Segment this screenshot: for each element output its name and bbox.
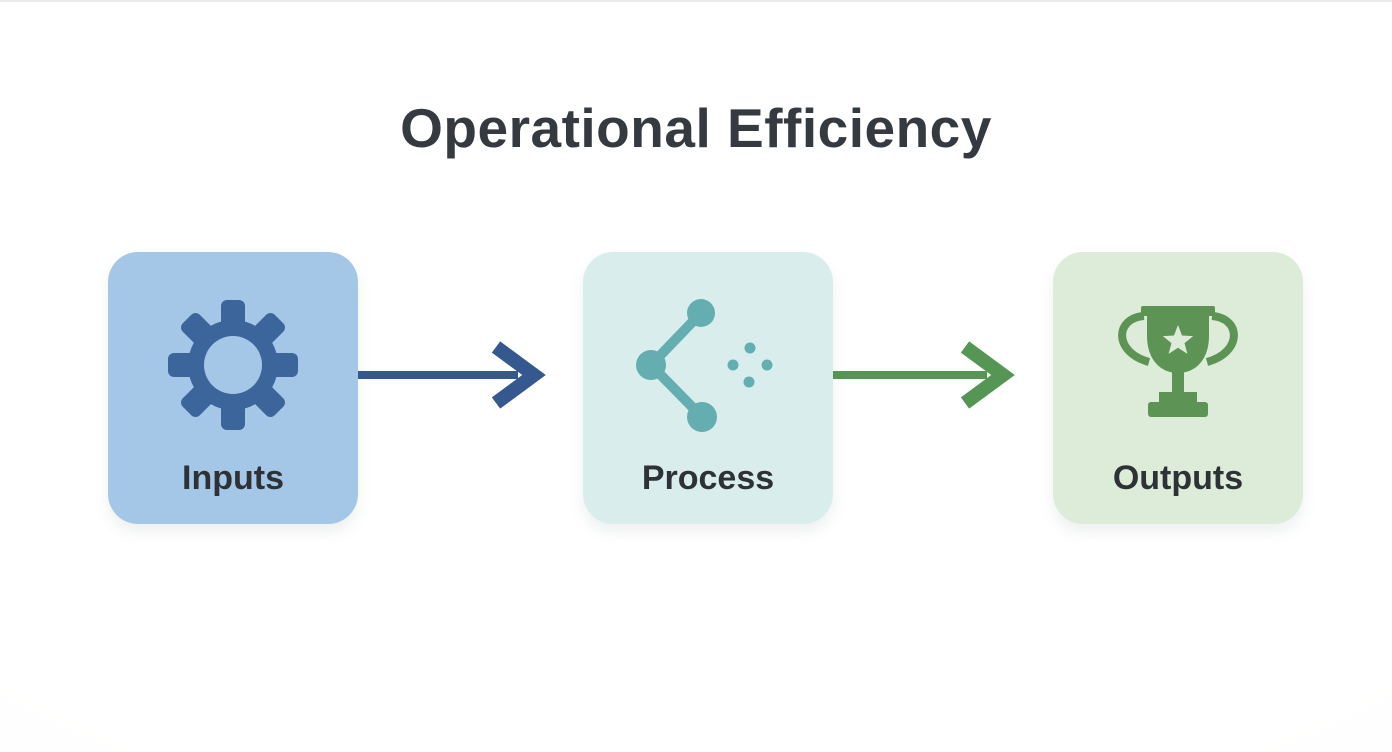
node-process: Process [583, 252, 833, 524]
share-network-icon [636, 299, 773, 432]
node-outputs-label: Outputs [1112, 459, 1244, 497]
arrow-right-icon [833, 341, 1015, 409]
gear-icon [168, 300, 298, 430]
star-cutout-icon [1162, 325, 1194, 354]
page-title: Operational Efficiency [400, 97, 992, 159]
node-inputs-label: Inputs [182, 459, 284, 497]
dots-cluster-icon [727, 342, 773, 388]
trophy-icon [1118, 306, 1238, 417]
node-process-label: Process [641, 459, 775, 497]
arrow-right-icon [358, 341, 546, 409]
node-inputs: Inputs [108, 252, 358, 524]
node-outputs: Outputs [1053, 252, 1303, 524]
